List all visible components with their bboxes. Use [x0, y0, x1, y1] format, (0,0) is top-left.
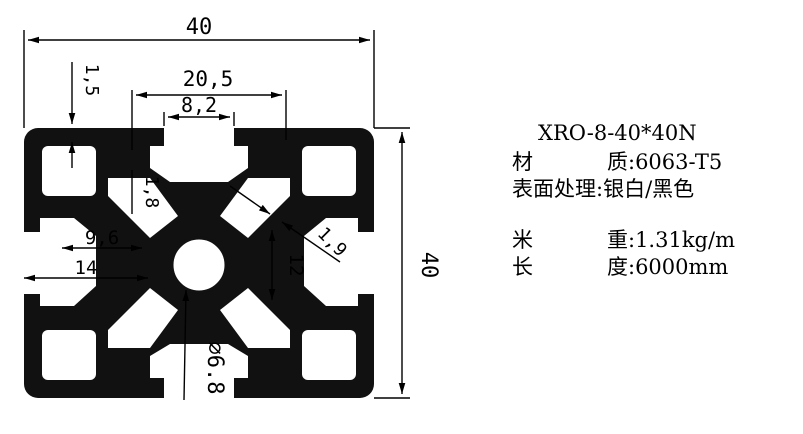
- slot-left-cavity: [40, 218, 96, 306]
- corner-cavity-bl: [42, 330, 96, 380]
- slot-bottom-cavity: [150, 344, 248, 378]
- surface-row: 表面处理 :银白/黑色: [512, 176, 797, 203]
- web-cavity-upper-right: [220, 178, 290, 238]
- material-key-2: 质: [607, 150, 628, 174]
- material-row: 材 质 :6063-T5: [512, 149, 797, 176]
- spec-panel: XRO-8-40*40N 材 质 :6063-T5 表面处理 :银白/黑色 米 …: [512, 120, 797, 281]
- dim-8-2: 8,2: [181, 93, 217, 117]
- weight-key-1: 米: [512, 228, 533, 252]
- model-number: XRO-8-40*40N: [538, 121, 697, 145]
- dim-12: 12: [285, 254, 307, 277]
- corner-cavity-tr: [302, 146, 356, 196]
- slot-top-cavity: [150, 146, 248, 182]
- dim-1-5: 1,5: [81, 64, 102, 97]
- weight-value: :1.31kg/m: [628, 228, 735, 252]
- spacer: [512, 203, 797, 227]
- slot-right-cavity: [304, 218, 358, 306]
- length-row: 长 度 :6000mm: [512, 254, 797, 281]
- material-key: 材 质: [512, 149, 628, 176]
- weight-key-2: 重: [607, 228, 628, 252]
- dimension-lines: [23, 30, 410, 401]
- web-cavity-upper-left: [108, 178, 178, 238]
- dim-height-40: 40: [416, 252, 441, 279]
- web-cavity-lower-left: [108, 288, 178, 348]
- dim-1-8: 1,8: [141, 176, 162, 209]
- center-bore: [170, 236, 228, 294]
- dim-14: 14: [75, 257, 98, 279]
- dim-20-5: 20,5: [183, 67, 234, 91]
- slot-top: [164, 124, 234, 150]
- length-key-1: 长: [512, 255, 533, 279]
- dim-hole-diameter: ⌀6.8: [202, 342, 227, 395]
- dim-width-40: 40: [186, 15, 213, 40]
- material-key-1: 材: [512, 150, 533, 174]
- length-key-2: 度: [607, 255, 628, 279]
- weight-row: 米 重 :1.31kg/m: [512, 227, 797, 254]
- dim-9-6: 9,6: [85, 227, 119, 249]
- corner-cavity-br: [302, 330, 356, 380]
- length-key: 长 度: [512, 254, 628, 281]
- weight-key: 米 重: [512, 227, 628, 254]
- material-value: :6063-T5: [628, 150, 723, 174]
- web-cavity-lower-right: [220, 288, 290, 348]
- profile-cross-section: [20, 124, 378, 402]
- surface-key: 表面处理: [512, 177, 596, 201]
- corner-cavity-tl: [42, 146, 96, 196]
- length-value: :6000mm: [628, 255, 729, 279]
- surface-value: :银白/黑色: [596, 177, 695, 201]
